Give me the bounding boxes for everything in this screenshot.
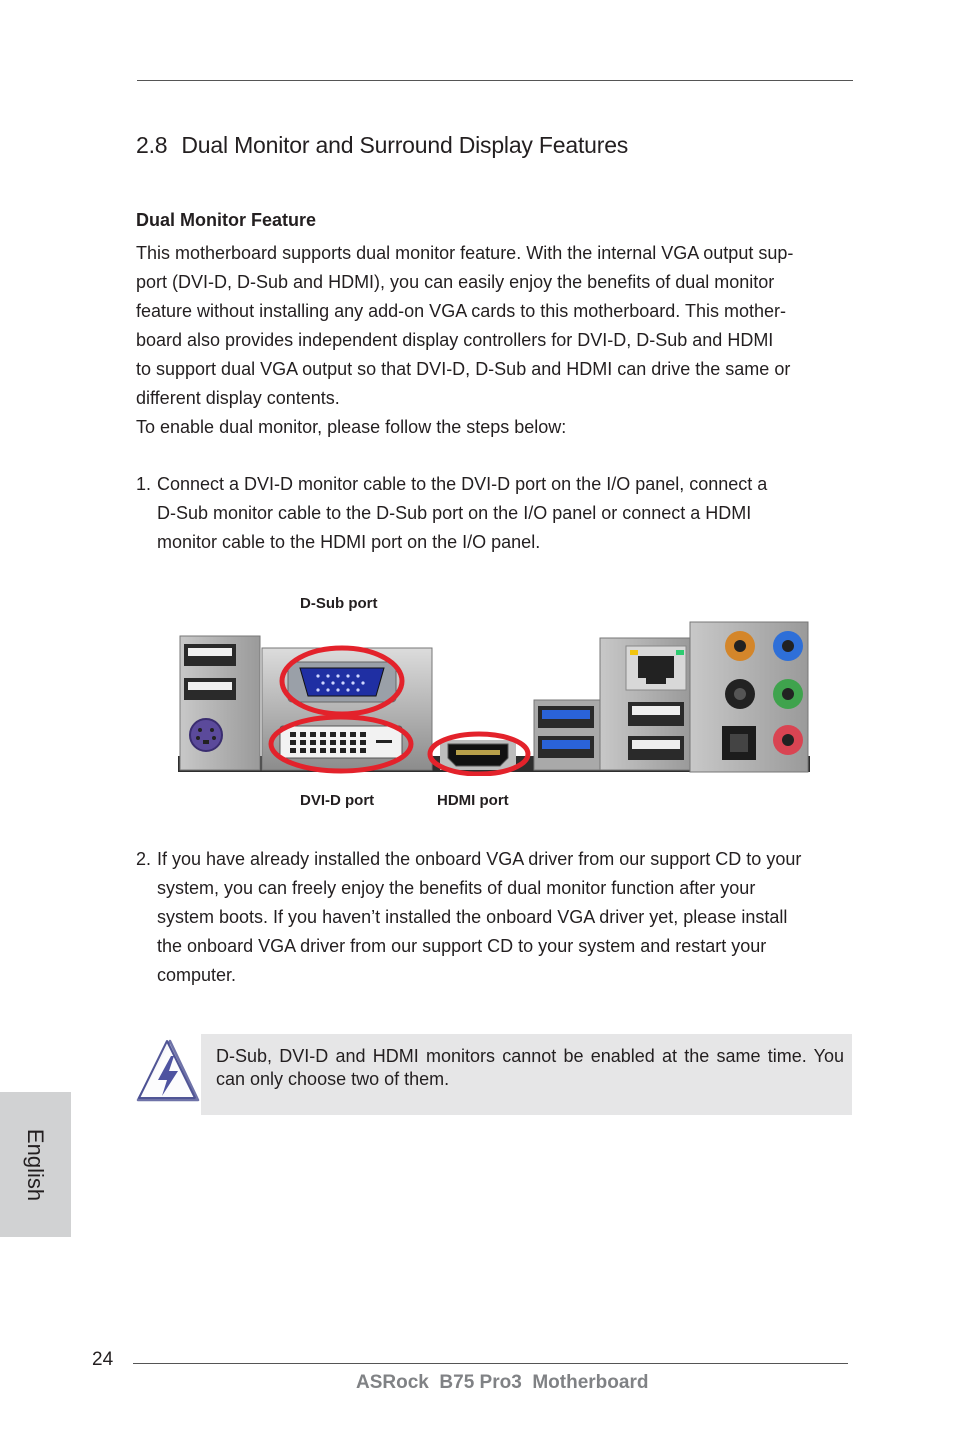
video-port-block (261, 647, 433, 771)
step-line: system boots. If you haven’t installed t… (157, 907, 788, 927)
instruction-line: To enable dual monitor, please follow th… (136, 417, 567, 437)
io-panel-photo (178, 621, 810, 776)
step-line: the onboard VGA driver from our support … (157, 936, 767, 956)
page-number: 24 (92, 1349, 114, 1370)
section-title: Dual Monitor and Surround Display Featur… (181, 132, 629, 158)
paragraph-line: board also provides independent display … (136, 330, 774, 350)
subheading: Dual Monitor Feature (136, 210, 317, 230)
step-line: system, you can freely enjoy the benefit… (157, 878, 756, 898)
hdmi-port (440, 740, 516, 770)
note-text: D-Sub, DVI-D and HDMI monitors cannot be… (216, 1046, 844, 1089)
step-number: 2. (136, 849, 152, 869)
section-number: 2.8 (136, 132, 168, 158)
header-rule (137, 80, 853, 81)
section-heading: 2.8 Dual Monitor and Surround Display Fea… (136, 132, 628, 159)
warning-lightning-icon (136, 1039, 200, 1102)
hdmi-port-label: HDMI port (437, 792, 509, 809)
step-line: D-Sub monitor cable to the D-Sub port on… (157, 503, 752, 523)
footer-product-name: ASRock B75 Pro3 Motherboard (356, 1372, 649, 1393)
usb3-stack (533, 699, 601, 771)
paragraph-line: This motherboard supports dual monitor f… (136, 243, 794, 263)
dsub-highlight (279, 645, 405, 717)
paragraph-line: to support dual VGA output so that DVI-D… (136, 359, 791, 379)
lan-usb-stack (599, 637, 691, 771)
language-tab: English (0, 1092, 71, 1237)
audio-jacks (689, 621, 809, 773)
intro-paragraph: This motherboard supports dual monitor f… (136, 239, 793, 413)
paragraph-line: different display contents. (136, 388, 340, 408)
paragraph-line: feature without installing any add-on VG… (136, 301, 787, 321)
note-box: D-Sub, DVI-D and HDMI monitors cannot be… (201, 1034, 852, 1115)
dsub-port-label: D-Sub port (300, 595, 378, 612)
step-text: If you have already installed the onboar… (157, 845, 801, 990)
step-line: If you have already installed the onboar… (157, 849, 802, 869)
dvid-port-label: DVI-D port (300, 792, 375, 809)
step-line: monitor cable to the HDMI port on the I/… (157, 532, 541, 552)
step-line: computer. (157, 965, 237, 985)
step-text: Connect a DVI-D monitor cable to the DVI… (157, 470, 767, 557)
footer-rule (133, 1363, 848, 1364)
paragraph-line: port (DVI-D, D-Sub and HDMI), you can ea… (136, 272, 775, 292)
language-tab-label: English (23, 1128, 48, 1202)
dvid-highlight (268, 714, 414, 774)
usb-ps2-stack (179, 635, 261, 771)
hdmi-highlight (427, 731, 531, 776)
step-number: 1. (136, 474, 152, 494)
step-line: Connect a DVI-D monitor cable to the DVI… (157, 474, 768, 494)
